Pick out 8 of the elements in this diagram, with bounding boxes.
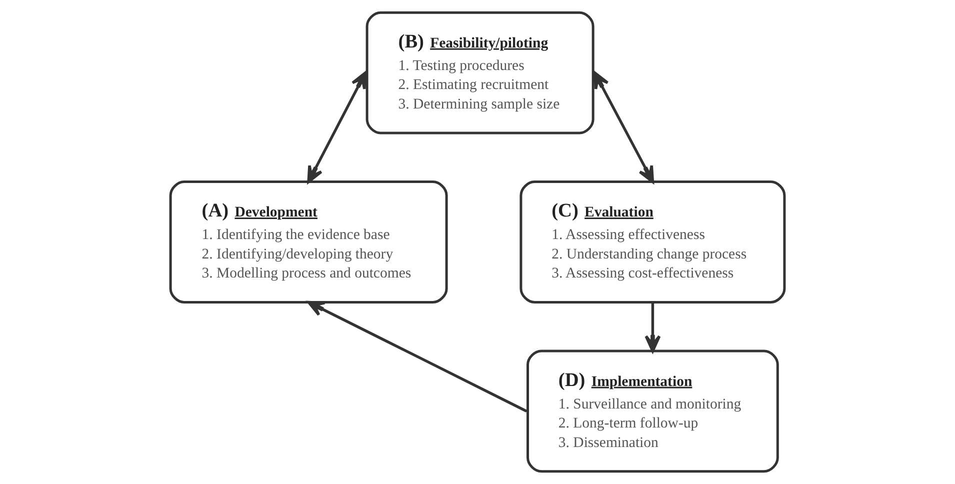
node-box: (D) Implementation 1. Surveillance and monitoring 2. Long-term follow-up 3. Dissemination bbox=[526, 350, 779, 473]
node-box: (B) Feasibility/piloting 1. Testing procedures 2. Estimating recruitment 3. Determining sample size bbox=[366, 11, 594, 134]
node-box: (C) Evaluation 1. Assessing effectiveness 2. Understanding change process 3. Assessing cost-effectiveness bbox=[520, 180, 786, 304]
arrow bbox=[307, 71, 367, 184]
arrow bbox=[307, 300, 528, 412]
node-box: (A) Development 1. Identifying the evidence base 2. Identifying/developing theory 3. Modelling process and outcomes bbox=[169, 180, 448, 304]
arrow bbox=[644, 302, 661, 352]
arrow bbox=[593, 71, 654, 184]
